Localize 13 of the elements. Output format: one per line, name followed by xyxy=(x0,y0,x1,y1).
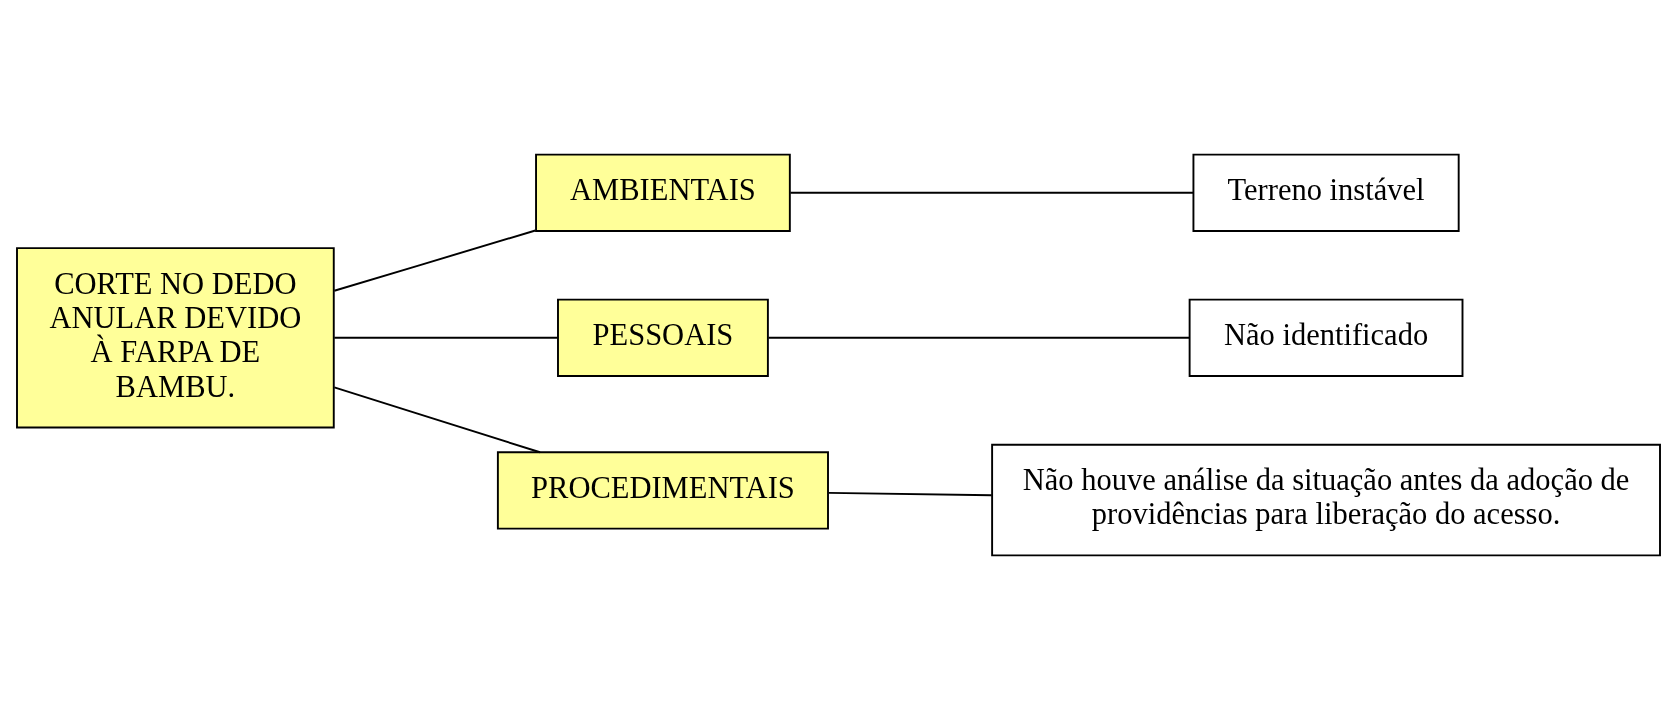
connector xyxy=(333,385,541,453)
node-box: AMBIENTAIS xyxy=(535,153,791,232)
node-box: Não houve análise da situação antes da adoção de providências para liberação do acesso. xyxy=(991,443,1661,556)
connector xyxy=(767,336,1190,339)
node-box: CORTE NO DEDO ANULAR DEVIDO À FARPA DE BAMBU. xyxy=(16,246,335,428)
connector xyxy=(827,491,993,496)
node-box: Terreno instável xyxy=(1192,153,1460,232)
node-box: Não identificado xyxy=(1188,298,1464,377)
node-box: PROCEDIMENTAIS xyxy=(496,450,829,530)
node-box: PESSOAIS xyxy=(557,298,769,377)
connector xyxy=(333,229,537,292)
connector xyxy=(333,336,559,339)
connector xyxy=(789,191,1195,194)
